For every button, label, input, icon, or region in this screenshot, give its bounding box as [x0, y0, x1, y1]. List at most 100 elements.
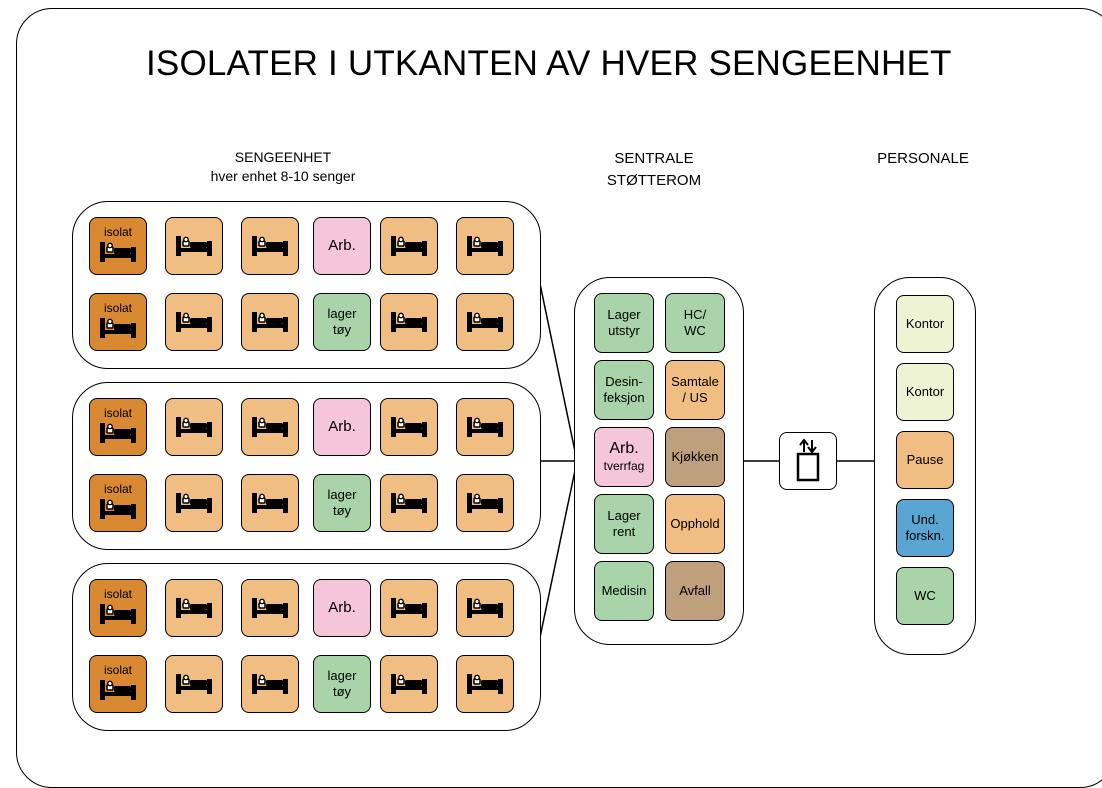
staff-room-label: WC: [914, 588, 936, 603]
support-room-label: Lager: [607, 307, 641, 322]
patient-room: [380, 474, 438, 532]
patient-room: [241, 398, 299, 456]
bed-icon: [252, 236, 288, 256]
bed-icon: [391, 493, 427, 513]
patient-room: [165, 293, 223, 351]
isolat-room: isolat: [89, 474, 147, 532]
arb-label: Arb.: [328, 237, 356, 254]
support-room-label: utstyr: [608, 323, 640, 338]
patient-room: [165, 398, 223, 456]
support-room: Arb.tverrfag: [594, 427, 654, 487]
isolat-label: isolat: [103, 662, 132, 677]
isolat-label: isolat: [103, 481, 132, 496]
support-room-label: Arb.: [609, 440, 639, 457]
bed-icon: [391, 236, 427, 256]
sentrale-header: SENTRALE STØTTEROM: [594, 148, 714, 192]
patient-room: [241, 474, 299, 532]
bed-icon: [391, 598, 427, 618]
bed-icon: [252, 674, 288, 694]
bed-icon: [467, 236, 503, 256]
support-room: Medisin: [594, 561, 654, 621]
staff-room-label: Und.: [911, 512, 939, 527]
bed-icon: [176, 493, 212, 513]
arb-label: Arb.: [328, 599, 356, 616]
bed-icon: [176, 312, 212, 332]
patient-room: [241, 655, 299, 713]
patient-room: [380, 398, 438, 456]
bed-icon: [252, 312, 288, 332]
sengeenhet-header-line2: hver enhet 8-10 senger: [210, 168, 356, 184]
support-room-label: Lager: [607, 508, 641, 523]
patient-room: [380, 579, 438, 637]
bed-icon: [252, 493, 288, 513]
support-room: Avfall: [665, 561, 725, 621]
isolat-room: isolat: [89, 398, 147, 456]
bed-icon: [252, 598, 288, 618]
support-room-label: feksjon: [603, 390, 645, 405]
patient-room: [241, 579, 299, 637]
bed-icon: [176, 674, 212, 694]
patient-room: [165, 655, 223, 713]
support-room-label: Opphold: [670, 516, 720, 531]
bed-icon: [391, 674, 427, 694]
lager-toy-label: lager: [327, 668, 357, 683]
sengeenhet-header: SENGEENHET hver enhet 8-10 senger: [198, 148, 368, 186]
support-room-label: Medisin: [601, 583, 647, 598]
patient-room: [456, 293, 514, 351]
isolat-label: isolat: [103, 405, 132, 420]
staff-room: Pause: [896, 431, 954, 489]
support-room: Samtale/ US: [665, 360, 725, 420]
bed-icon: [100, 603, 136, 624]
bed-icon: [100, 422, 136, 443]
bed-icon: [467, 417, 503, 437]
sengeenhet-header-line1: SENGEENHET: [234, 149, 332, 165]
staff-room-label: Kontor: [905, 384, 945, 399]
patient-room: [165, 217, 223, 275]
support-room: Kjøkken: [665, 427, 725, 487]
support-room-label: Samtale: [671, 374, 719, 389]
patient-room: [241, 217, 299, 275]
lager-toy-label: lager: [327, 487, 357, 502]
arb-room: Arb.: [313, 398, 371, 456]
support-room-label: Desin-: [605, 374, 643, 389]
support-room: Desin-feksjon: [594, 360, 654, 420]
patient-room: [456, 474, 514, 532]
patient-room: [456, 217, 514, 275]
isolat-label: isolat: [103, 224, 132, 239]
support-room-label: / US: [682, 390, 708, 405]
arb-label: Arb.: [328, 418, 356, 435]
bed-icon: [100, 317, 136, 338]
personale-header: PERSONALE: [877, 150, 969, 167]
staff-room: Und.forskn.: [896, 499, 954, 557]
support-room-label: Avfall: [679, 583, 711, 598]
elevator-icon: [779, 432, 837, 490]
patient-room: [165, 579, 223, 637]
staff-room-label: forskn.: [905, 528, 945, 543]
staff-room-label: Pause: [906, 452, 944, 467]
isolat-room: isolat: [89, 293, 147, 351]
support-room: HC/WC: [665, 293, 725, 353]
lager-toy-label: tøy: [332, 503, 352, 518]
isolat-room: isolat: [89, 579, 147, 637]
staff-room: WC: [896, 567, 954, 625]
staff-room: Kontor: [896, 295, 954, 353]
patient-room: [241, 293, 299, 351]
page-title: ISOLATER I UTKANTEN AV HVER SENGEENHET: [146, 44, 952, 83]
arb-room: Arb.: [313, 217, 371, 275]
bed-icon: [391, 312, 427, 332]
support-room: Opphold: [665, 494, 725, 554]
support-room-label: WC: [684, 323, 706, 338]
bed-icon: [100, 241, 136, 262]
sentrale-header-line2: STØTTEROM: [606, 172, 702, 189]
isolat-label: isolat: [103, 586, 132, 601]
sentrale-header-line1: SENTRALE: [614, 150, 694, 167]
patient-room: [456, 655, 514, 713]
bed-icon: [252, 417, 288, 437]
bed-icon: [391, 417, 427, 437]
support-room-label: HC/: [683, 307, 707, 322]
